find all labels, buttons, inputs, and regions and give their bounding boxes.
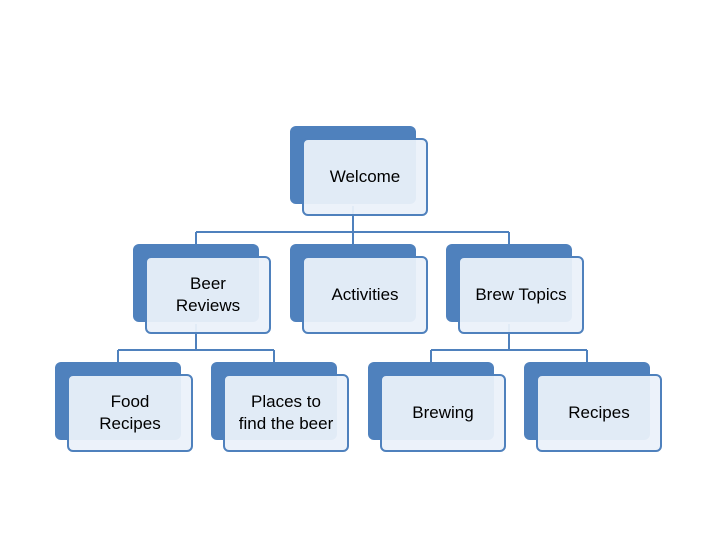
- node-food-recipes: Food Recipes: [55, 362, 193, 452]
- node-brewing: Brewing: [368, 362, 506, 452]
- node-places: Places to find the beer: [211, 362, 349, 452]
- node-recipes: Recipes: [524, 362, 662, 452]
- node-brewing-label: Brewing: [412, 403, 474, 422]
- node-welcome: Welcome: [290, 126, 428, 216]
- node-food-recipes-label: Food Recipes: [99, 392, 161, 433]
- node-beer-reviews: Beer Reviews: [133, 244, 271, 334]
- node-brew-topics-box: Brew Topics: [458, 256, 584, 334]
- node-beer-reviews-label: Beer Reviews: [175, 274, 241, 315]
- node-welcome-box: Welcome: [302, 138, 428, 216]
- node-brew-topics-label: Brew Topics: [475, 285, 567, 304]
- node-welcome-label: Welcome: [329, 167, 401, 186]
- node-brew-topics: Brew Topics: [446, 244, 584, 334]
- node-brewing-box: Brewing: [380, 374, 506, 452]
- node-places-label: Places to find the beer: [238, 392, 334, 433]
- node-beer-reviews-box: Beer Reviews: [145, 256, 271, 334]
- node-activities-label: Activities: [331, 285, 399, 304]
- node-recipes-box: Recipes: [536, 374, 662, 452]
- node-activities-box: Activities: [302, 256, 428, 334]
- node-recipes-label: Recipes: [568, 403, 630, 422]
- node-food-recipes-box: Food Recipes: [67, 374, 193, 452]
- node-activities: Activities: [290, 244, 428, 334]
- node-places-box: Places to find the beer: [223, 374, 349, 452]
